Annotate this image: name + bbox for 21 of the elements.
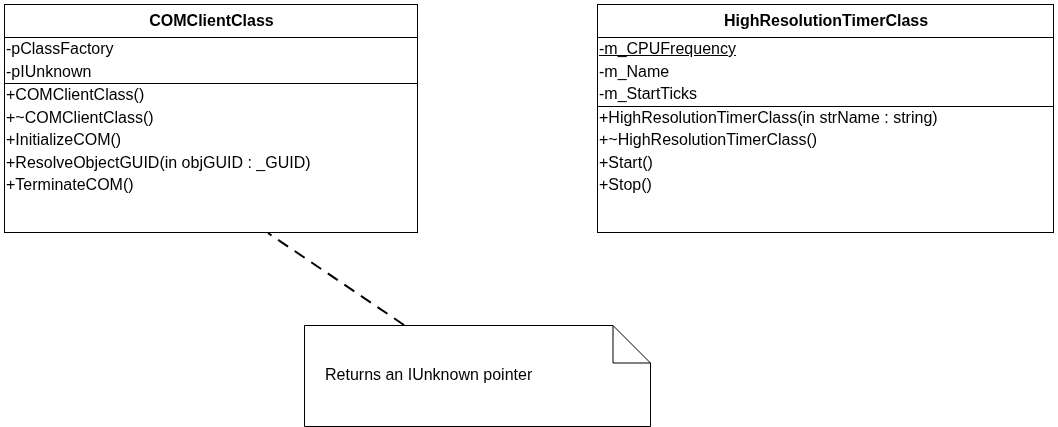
attribute-text: -m_StartTicks (598, 84, 699, 104)
attribute-text: -m_Name (598, 61, 671, 82)
method-text: +ResolveObjectGUID(in objGUID : _GUID) (5, 152, 312, 173)
note-text: Returns an IUnknown pointer (324, 365, 533, 385)
method-text: +~COMClientClass() (5, 107, 155, 128)
attribute-text: -m_CPUFrequency (598, 37, 1053, 61)
method-text: +TerminateCOM() (5, 175, 135, 195)
class-box (597, 4, 1054, 233)
method-text: +Start() (598, 152, 654, 173)
note-box (304, 325, 651, 427)
attribute-text: -pClassFactory (5, 37, 417, 61)
dashed-connector (267, 232, 405, 326)
method-text: +HighResolutionTimerClass(in strName : string) (598, 105, 1053, 129)
method-text: +COMClientClass() (5, 83, 417, 107)
attribute-text: -pIUnknown (5, 61, 93, 82)
method-text: +Stop() (598, 175, 653, 195)
class-name: COMClientClass (148, 11, 275, 31)
method-text: +~HighResolutionTimerClass() (598, 130, 819, 150)
class-box (4, 4, 418, 233)
class-name: HighResolutionTimerClass (722, 11, 930, 31)
method-text: +InitializeCOM() (5, 130, 123, 150)
